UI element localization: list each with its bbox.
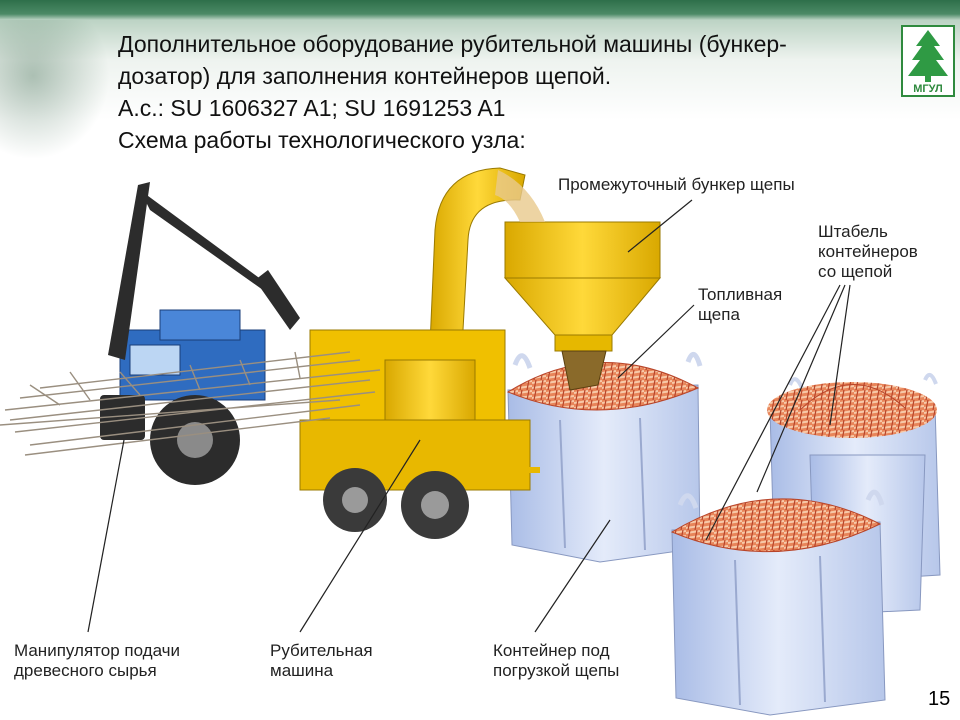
label-manipulator-line-1: Манипулятор подачи (14, 641, 181, 660)
label-chipper-line-1: Рубительная (270, 641, 373, 660)
wood-branches (0, 351, 381, 456)
label-container-line-2: погрузкой щепы (493, 661, 620, 680)
label-stack-line-1: Штабель (818, 222, 888, 241)
tractor (119, 309, 266, 485)
intermediate-hopper (503, 221, 662, 391)
title-line-4: Схема работы технологического узла: (118, 127, 526, 153)
label-stack-line-2: контейнеров (818, 242, 918, 261)
title-line-3: А.с.: SU 1606327 A1; SU 1691253 A1 (118, 95, 506, 121)
label-chipper: Рубительная машина (270, 641, 373, 681)
label-stack-line-3: со щепой (818, 262, 893, 281)
label-fuel-chips-line-1: Топливная (698, 285, 783, 304)
slide-title: Дополнительное оборудование рубительной … (118, 28, 908, 156)
label-chipper-line-2: машина (270, 661, 334, 680)
label-container-line-1: Контейнер под (493, 641, 610, 660)
container-front (670, 489, 886, 716)
label-manipulator-line-2: древесного сырья (14, 661, 157, 680)
manipulator-crane (100, 182, 300, 440)
label-container: Контейнер под погрузкой щепы (493, 641, 619, 681)
label-fuel-chips-line-2: щепа (698, 305, 740, 324)
chipper-machine (299, 329, 540, 539)
label-container-stack: Штабель контейнеров со щепой (818, 222, 918, 282)
page-number: 15 (928, 688, 951, 710)
title-line-2: дозатор) для заполнения контейнеров щепо… (118, 63, 612, 89)
container-loading (506, 352, 703, 563)
label-fuel-chips: Топливная щепа (698, 285, 782, 325)
label-hopper: Промежуточный бункер щепы (558, 175, 795, 194)
university-logo-icon: МГУЛ (901, 25, 955, 97)
leader-lines (87, 199, 851, 633)
discharge-spout (429, 167, 545, 349)
logo-text: МГУЛ (913, 83, 943, 95)
title-line-1: Дополнительное оборудование рубительной … (118, 31, 787, 57)
label-manipulator: Манипулятор подачи древесного сырья (14, 641, 180, 681)
header-background (0, 0, 960, 160)
equipment-illustration (0, 167, 941, 716)
